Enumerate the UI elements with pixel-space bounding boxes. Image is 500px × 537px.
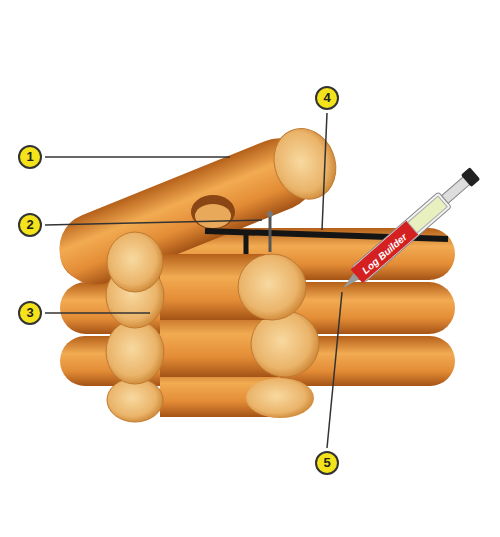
leader-line — [45, 113, 342, 448]
callout-number: 5 — [315, 451, 339, 475]
notch — [191, 195, 235, 229]
dowel-pin — [267, 211, 273, 217]
front-logs — [106, 232, 164, 422]
syringe — [336, 166, 481, 296]
notch — [195, 204, 231, 228]
callout-number: 1 — [18, 145, 42, 169]
callout-number: 4 — [315, 86, 339, 110]
front-logs — [160, 254, 319, 418]
back-logs — [60, 228, 455, 386]
callout-number: 3 — [18, 301, 42, 325]
callout-number: 2 — [18, 213, 42, 237]
dowel-pin — [269, 214, 272, 252]
